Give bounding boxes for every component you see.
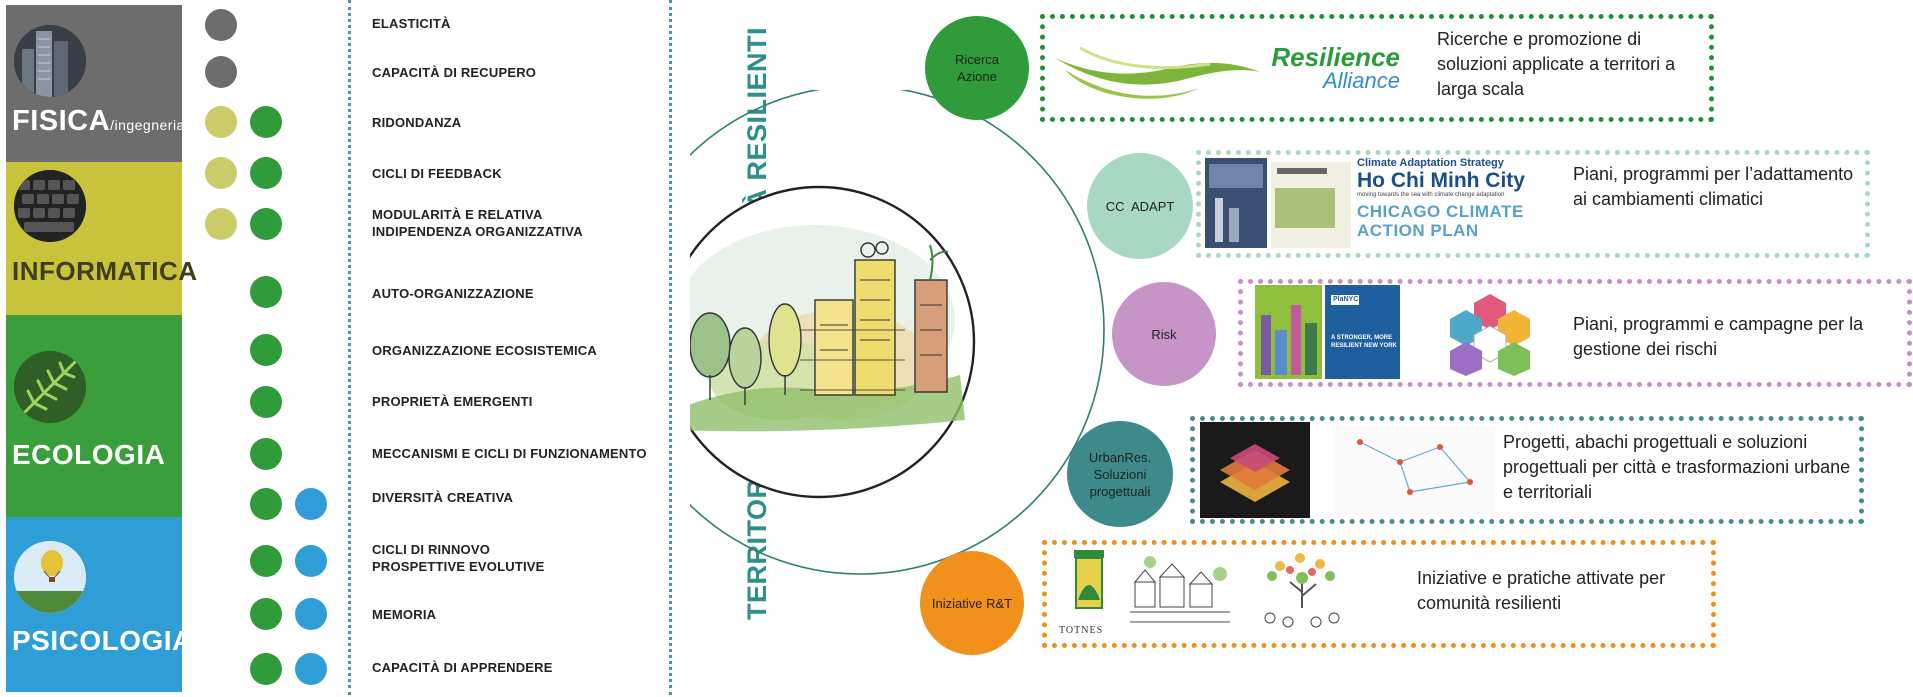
description-iniziative-rt: Iniziative e pratiche attivate per comun… <box>1417 568 1666 613</box>
dot-yellow <box>205 157 237 189</box>
property-item: AUTO-ORGANIZZAZIONE <box>372 286 534 301</box>
fern-leaf-photo-icon <box>14 351 86 423</box>
discipline-psicologia: PSICOLOGIA <box>6 517 192 692</box>
dot-blue <box>295 545 327 577</box>
description-cc-adapt: Piani, programmi per l’adattamento ai ca… <box>1573 164 1854 209</box>
box-urbanres <box>1190 416 1864 524</box>
property-item: CAPACITÀ DI RECUPERO <box>372 65 537 80</box>
discipline-label-informatica: INFORMATICA <box>12 256 198 286</box>
totnes-logo-text: TOTNES <box>1059 625 1104 636</box>
property-item: PROPRIETÀ EMERGENTI <box>372 394 533 409</box>
dot-green <box>250 157 282 189</box>
property-item: CAPACITÀ DI APPRENDERE <box>372 660 553 675</box>
keyboard-photo-icon <box>14 170 86 242</box>
category-ricerca-azione: Ricerca Azione <box>925 16 1029 120</box>
discipline-informatica: INFORMATICA <box>6 162 197 315</box>
dot-green <box>250 488 282 520</box>
dot-grey <box>205 9 237 41</box>
dot-green <box>250 545 282 577</box>
resilience-alliance-swoosh-icon <box>1055 46 1260 99</box>
dot-green <box>250 334 282 366</box>
village-sketch-icon <box>1130 556 1230 623</box>
box-ricerca-azione <box>1040 14 1714 122</box>
property-item: MODULARITÀ E RELATIVA INDIPENDENZA ORGAN… <box>372 207 583 239</box>
property-item: ELASTICITÀ <box>372 16 451 31</box>
category-urbanres: UrbanRes. Soluzioni progettuali <box>1067 421 1173 527</box>
box-cc-adapt <box>1196 150 1870 258</box>
property-item: CICLI DI RINNOVO PROSPETTIVE EVOLUTIVE <box>372 542 545 574</box>
discipline-label-psicologia: PSICOLOGIA <box>12 625 193 656</box>
climate-plan-covers-icon <box>1205 158 1351 248</box>
skyscraper-photo-icon <box>14 25 86 97</box>
category-iniziative-rt: Iniziative R&T <box>920 551 1024 655</box>
discipline-label-ecologia: ECOLOGIA <box>12 439 166 470</box>
publication-heading: Climate Adaptation Strategy <box>1357 157 1504 169</box>
dot-green <box>250 653 282 685</box>
dot-blue <box>295 598 327 630</box>
property-item: ORGANIZZAZIONE ECOSISTEMICA <box>372 343 597 358</box>
property-item: CICLI DI FEEDBACK <box>372 166 502 181</box>
risk-publication-covers-icon <box>1255 285 1400 379</box>
properties-frame <box>348 0 672 695</box>
property-item: MECCANISMI E CICLI DI FUNZIONAMENTO <box>372 446 647 461</box>
hcmc-publication: Climate Adaptation Strategy Ho Chi Minh … <box>1357 157 1557 240</box>
dot-green <box>250 438 282 470</box>
property-item: DIVERSITÀ CREATIVA <box>372 490 514 505</box>
description-ricerca-azione: Ricerche e promozione di soluzioni appli… <box>1437 29 1676 99</box>
category-risk: Risk <box>1112 282 1216 386</box>
category-label: Risk <box>1151 326 1177 342</box>
category-label: Ricerca Azione <box>954 52 1000 84</box>
dot-green <box>250 106 282 138</box>
dot-blue <box>295 488 327 520</box>
logo-text-alliance: Alliance <box>1322 68 1400 93</box>
publication-city: Ho Chi Minh City <box>1357 169 1525 192</box>
category-label: UrbanRes. Soluzioni progettuali <box>1088 449 1152 499</box>
community-tree-icon <box>1264 553 1340 628</box>
balloon-photo-icon <box>14 541 86 613</box>
discipline-label-fisica: FISICA <box>12 105 111 137</box>
description-urbanres: Progetti, abachi progettuali e soluzioni… <box>1503 432 1851 502</box>
category-label: CC ADAPT <box>1105 198 1175 214</box>
publication-badge: PlaNYC <box>1333 296 1359 303</box>
urban-project-images-icon <box>1200 422 1495 518</box>
dot-yellow <box>205 208 237 240</box>
dot-green <box>250 276 282 308</box>
publication-chicago: CHICAGO CLIMATE ACTION PLAN <box>1357 202 1524 240</box>
dot-grey <box>205 56 237 88</box>
category-label: Iniziative R&T <box>931 595 1013 611</box>
discipline-ecologia: ECOLOGIA <box>6 315 182 517</box>
description-risk: Piani, programmi e campagne per la gesti… <box>1573 314 1864 359</box>
publication-cover-title: A STRONGER, MORE RESILIENT NEW YORK <box>1331 335 1397 349</box>
totnes-logo-icon <box>1074 550 1104 609</box>
discipline-fisica: FISICA/ingegneria <box>6 5 185 162</box>
property-item: RIDONDANZA <box>372 115 462 130</box>
category-cc-adapt: CC ADAPT <box>1087 153 1193 259</box>
resilience-alliance-logo: Resilience Alliance <box>1260 44 1400 92</box>
dot-blue <box>295 653 327 685</box>
discipline-suffix-fisica: /ingegneria <box>110 117 185 133</box>
center-illustration <box>690 90 1105 575</box>
box-iniziative-rt <box>1042 540 1716 648</box>
risk-publication-text: PlaNYC A STRONGER, MORE RESILIENT NEW YO… <box>1331 296 1397 350</box>
publication-subtitle: moving towards the sea with climate chan… <box>1357 192 1505 198</box>
dot-green <box>250 598 282 630</box>
dot-green <box>250 386 282 418</box>
risk-hexagon-diagram-icon <box>1450 294 1530 376</box>
dot-yellow <box>205 106 237 138</box>
logo-text-resilience: Resilience <box>1271 42 1400 72</box>
dot-green <box>250 208 282 240</box>
box-risk <box>1238 279 1912 387</box>
property-item: MEMORIA <box>372 607 437 622</box>
